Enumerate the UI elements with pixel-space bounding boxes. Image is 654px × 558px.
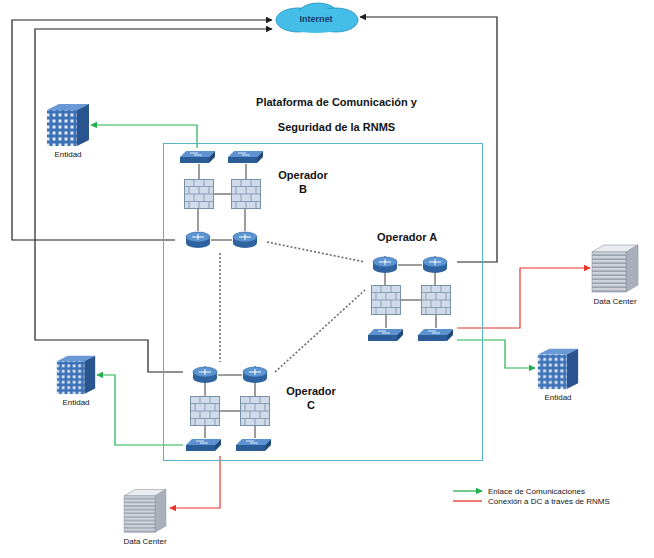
connector-arrow — [35, 29, 272, 372]
firewall-icon — [190, 396, 220, 426]
dotted-link — [275, 290, 365, 372]
switch-icon — [228, 151, 263, 163]
platform-region: Plataforma de Comunicación y Seguridad d… — [163, 143, 483, 461]
entity-building: Entidad — [45, 100, 91, 148]
node-label: Internet — [272, 5, 360, 33]
connector-arrow — [97, 375, 183, 445]
data-center: Data Center — [120, 485, 170, 535]
operador-b-equipment — [180, 151, 263, 248]
operador-a-equipment — [368, 257, 453, 341]
entity-building: Entidad — [55, 352, 97, 396]
node-caption: Data Center — [593, 297, 636, 306]
router-icon — [243, 367, 267, 383]
datacenter-icon — [592, 245, 638, 292]
connector-arrow — [457, 268, 590, 328]
legend-text: Enlace de Comunicaciones — [488, 487, 585, 496]
node-caption: Data Center — [123, 537, 166, 546]
legend-row: Enlace de Comunicaciones — [452, 486, 610, 496]
legend-line — [453, 500, 482, 501]
connector-arrow — [457, 340, 535, 368]
firewall-icon — [240, 396, 270, 426]
switch-icon — [236, 439, 271, 451]
internet-cloud: Internet — [272, 5, 360, 33]
building-icon — [47, 104, 89, 146]
router-icon — [186, 232, 210, 248]
operador-c-equipment — [186, 367, 271, 451]
internal-links — [198, 164, 436, 438]
connector-arrow — [360, 17, 497, 262]
router-icon — [233, 232, 257, 248]
legend-line-sample — [452, 497, 484, 505]
dotted-link — [219, 253, 221, 362]
datacenter-icon — [124, 490, 166, 533]
switch-icon — [368, 329, 403, 341]
building-icon — [57, 356, 95, 394]
node-caption: Entidad — [62, 398, 89, 407]
connector-arrow — [91, 125, 197, 148]
node-caption: Operador C — [283, 384, 339, 412]
node-caption: Operador A — [377, 231, 437, 243]
node-caption: Operador B — [275, 168, 331, 196]
entity-building: Entidad — [535, 345, 581, 391]
firewall-icon — [184, 179, 214, 209]
switch-icon — [186, 439, 221, 451]
router-icon — [423, 257, 447, 273]
node-caption: Entidad — [544, 393, 571, 402]
operator-group: Operador C — [183, 362, 275, 456]
legend-row: Conexión a DC a través de RNMS — [452, 496, 610, 506]
node-caption: Entidad — [54, 150, 81, 159]
switch-icon — [180, 151, 215, 163]
firewall-icon — [231, 179, 261, 209]
legend-line — [453, 490, 482, 491]
firewall-icon — [421, 285, 451, 315]
operator-group: Operador B — [175, 148, 267, 253]
router-icon — [193, 367, 217, 383]
legend-text: Conexión a DC a través de RNMS — [488, 497, 610, 506]
switch-icon — [418, 329, 453, 341]
router-icon — [373, 257, 397, 273]
node-caption: Plataforma de Comunicación y Seguridad d… — [244, 90, 429, 140]
firewall-icon — [371, 285, 401, 315]
building-icon — [538, 349, 578, 389]
dotted-link — [267, 242, 365, 262]
connector-arrow — [170, 456, 220, 508]
data-center: Data Center — [590, 240, 640, 295]
operator-group: Operador A — [365, 252, 457, 346]
connector-arrow — [12, 20, 272, 240]
legend-line-sample — [452, 487, 484, 495]
